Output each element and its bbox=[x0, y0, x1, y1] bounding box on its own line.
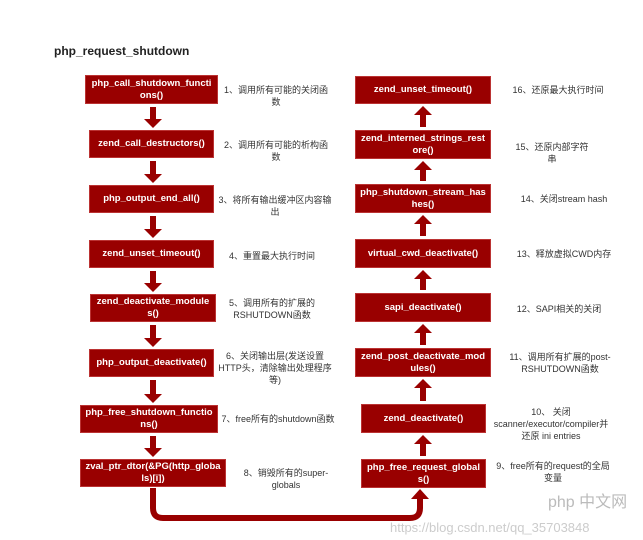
step-13-label: 13、释放虚拟CWD内存 bbox=[516, 249, 612, 259]
up-arrow-7 bbox=[414, 435, 432, 456]
up-arrow-2 bbox=[414, 161, 432, 181]
down-arrow-7 bbox=[144, 436, 162, 457]
step-16-label: 16、还原最大执行时间 bbox=[512, 85, 604, 95]
step-5-box: zend_deactivate_modules() bbox=[90, 294, 216, 322]
down-arrow-1 bbox=[144, 107, 162, 128]
step-12-box: sapi_deactivate() bbox=[355, 293, 491, 322]
down-arrow-4 bbox=[144, 271, 162, 292]
step-2-label: 2、调用所有可能的析构函数 bbox=[223, 140, 328, 162]
up-arrow-4 bbox=[414, 270, 432, 290]
step-5-label: 5、调用所有的扩展的RSHUTDOWN函数 bbox=[228, 298, 315, 320]
connector-arrowhead bbox=[411, 489, 429, 499]
step-4-box: zend_unset_timeout() bbox=[89, 240, 214, 268]
up-arrow-1 bbox=[414, 106, 432, 127]
bottom-connector bbox=[150, 488, 423, 521]
down-arrow-2 bbox=[144, 161, 162, 183]
step-15-label: 15、还原内部字符串 bbox=[515, 142, 589, 164]
step-14-box: php_shutdown_stream_hashes() bbox=[355, 184, 491, 213]
up-arrow-3 bbox=[414, 215, 432, 236]
step-8-box: zval_ptr_dtor(&PG(http_globals)[i]) bbox=[80, 459, 226, 487]
step-7-box: php_free_shutdown_functions() bbox=[80, 405, 218, 433]
step-9-label: 9、free所有的request的全局变量 bbox=[496, 461, 610, 483]
step-3-label: 3、将所有输出缓冲区内容输出 bbox=[218, 195, 332, 217]
step-6-label: 6、关闭输出层(发送设置HTTP头，清除输出处理程序等) bbox=[218, 351, 332, 385]
step-8-label: 8、销毁所有的super-globals bbox=[243, 468, 329, 490]
step-2-box: zend_call_destructors() bbox=[89, 130, 214, 158]
step-11-box: zend_post_deactivate_modules() bbox=[355, 348, 491, 377]
up-arrow-5 bbox=[414, 324, 432, 345]
step-3-box: php_output_end_all() bbox=[89, 185, 214, 213]
step-1-box: php_call_shutdown_functions() bbox=[85, 75, 218, 104]
watermark-url: https://blog.csdn.net/qq_35703848 bbox=[390, 520, 590, 535]
down-arrow-5 bbox=[144, 325, 162, 347]
step-6-box: php_output_deactivate() bbox=[89, 349, 214, 377]
step-14-label: 14、关闭stream hash bbox=[520, 194, 608, 204]
step-9-box: php_free_request_globals() bbox=[361, 459, 486, 488]
step-15-box: zend_interned_strings_restore() bbox=[355, 130, 491, 159]
step-10-label: 10、 关闭scanner/executor/compiler并还原 ini e… bbox=[493, 407, 609, 441]
down-arrow-6 bbox=[144, 380, 162, 403]
down-arrow-3 bbox=[144, 216, 162, 238]
watermark-logo: php 中文网 bbox=[548, 494, 628, 511]
step-10-box: zend_deactivate() bbox=[361, 404, 486, 433]
step-11-label: 11、调用所有扩展的post-RSHUTDOWN函数 bbox=[509, 352, 611, 374]
diagram-title: php_request_shutdown bbox=[54, 44, 190, 58]
step-12-label: 12、SAPI相关的关闭 bbox=[516, 304, 602, 314]
step-4-label: 4、重置最大执行时间 bbox=[228, 251, 315, 261]
step-1-label: 1、调用所有可能的关闭函数 bbox=[223, 85, 328, 107]
step-7-label: 7、free所有的shutdown函数 bbox=[221, 414, 335, 424]
step-16-box: zend_unset_timeout() bbox=[355, 76, 491, 104]
step-13-box: virtual_cwd_deactivate() bbox=[355, 239, 491, 268]
up-arrow-6 bbox=[414, 379, 432, 401]
